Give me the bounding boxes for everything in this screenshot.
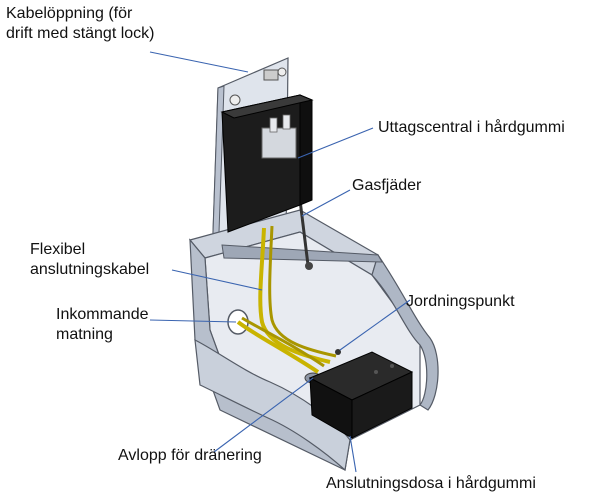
grounding-point-marker <box>335 349 341 355</box>
leader-incoming-feed <box>149 319 237 323</box>
gas-spring-rod <box>298 199 310 266</box>
lid-hinge <box>263 69 279 81</box>
outlet-socket-face <box>261 127 297 159</box>
box-right-wall <box>371 253 439 411</box>
label-grounding-point: Jordningspunkt <box>406 293 515 310</box>
outlet-socket-slot <box>269 117 278 133</box>
junction-box-dot <box>390 364 394 368</box>
label-outlet-unit: Uttagscentral i hårdgummi <box>378 119 565 136</box>
leader-gas-spring <box>301 189 351 217</box>
leader-junction-box <box>349 435 357 473</box>
flexible-cable <box>258 227 331 364</box>
leader-flex-cable <box>171 269 263 291</box>
leader-drain <box>213 377 314 453</box>
box-front-rim <box>194 338 351 472</box>
label-junction-box: Anslutningsdosa i hårdgummi <box>326 475 536 492</box>
leader-lines <box>149 51 411 473</box>
outlet-unit-side <box>299 94 313 206</box>
outlet-unit-top <box>220 94 314 119</box>
label-drain-outlet: Avlopp för dränering <box>118 447 262 464</box>
label-flex-cable: Flexibel anslutningskabel <box>30 241 150 278</box>
label-cable-opening: Kabelöppning (för drift med stängt lock) <box>6 5 155 42</box>
leader-grounding-point <box>339 299 411 351</box>
leader-outlet-unit <box>297 127 374 159</box>
lid-screw <box>277 67 287 77</box>
outlet-socket-slot <box>282 114 291 130</box>
junction-box-side <box>351 371 413 439</box>
leader-cable-opening <box>149 51 249 73</box>
label-incoming-feed: Inkommande matning <box>56 306 149 343</box>
incoming-cable <box>236 320 320 374</box>
lid-screw <box>229 94 241 106</box>
gas-spring-end <box>305 262 313 270</box>
label-gas-spring: Gasfjäder <box>352 177 422 194</box>
incoming-cable <box>241 316 325 368</box>
flexible-cable <box>268 225 337 358</box>
junction-box-dot <box>374 370 378 374</box>
